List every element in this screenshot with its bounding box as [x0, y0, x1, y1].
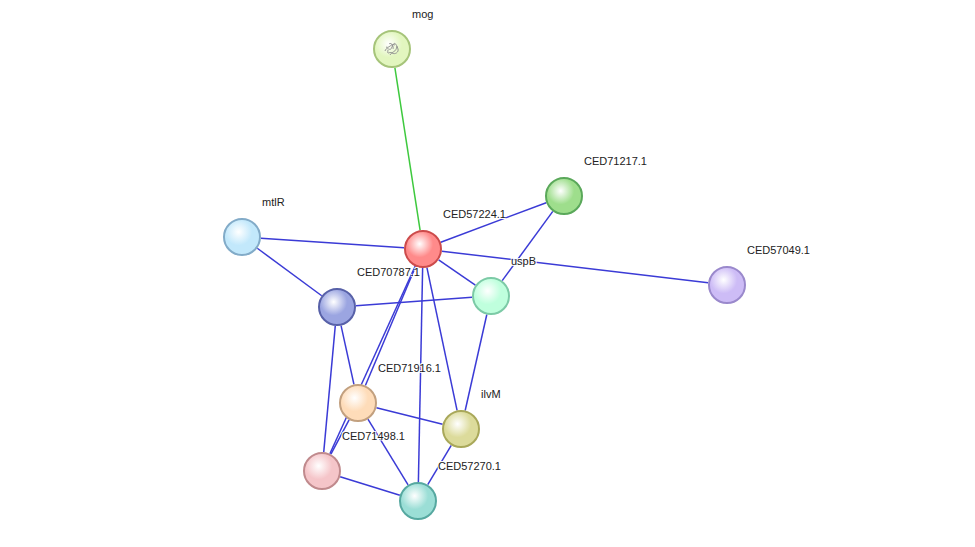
protein-node: CED71498.1	[303, 452, 341, 490]
interaction-edge	[439, 260, 476, 285]
protein-node: CED70787.1	[318, 288, 356, 326]
interaction-edge	[324, 326, 336, 452]
protein-node: CED71217.1	[545, 177, 583, 215]
node-label: CED57049.1	[747, 244, 810, 256]
node-label: mtlR	[262, 196, 285, 208]
protein-node: ilvM	[442, 410, 480, 448]
interaction-edge	[376, 408, 442, 425]
node-label: CED71498.1	[342, 430, 405, 442]
protein-node: uspB	[472, 277, 510, 315]
node-label: CED70787.1	[357, 266, 420, 278]
protein-node: mog	[373, 30, 411, 68]
protein-node: CED71916.1	[339, 384, 377, 422]
interaction-edge	[502, 211, 553, 280]
interaction-edge	[261, 238, 404, 247]
protein-node: mtlR	[223, 218, 261, 256]
interaction-edge	[427, 268, 457, 411]
node-label: uspB	[511, 255, 536, 267]
node-label: CED71916.1	[378, 362, 441, 374]
node-label: CED57224.1	[443, 208, 506, 220]
interaction-edge	[441, 203, 546, 243]
interaction-edge	[257, 248, 321, 295]
interaction-edge	[418, 268, 422, 482]
interaction-edge	[341, 326, 354, 385]
node-label: CED57270.1	[438, 460, 501, 472]
interaction-edge	[356, 297, 472, 305]
interaction-edge	[395, 68, 420, 230]
protein-structure-icon	[380, 37, 404, 61]
node-label: ilvM	[481, 388, 501, 400]
node-label: CED71217.1	[584, 155, 647, 167]
interaction-edge	[368, 419, 408, 485]
node-label: mog	[412, 8, 433, 20]
protein-node: CED57270.1	[399, 482, 437, 520]
protein-node: CED57224.1	[404, 230, 442, 268]
protein-node: CED57049.1	[708, 266, 746, 304]
interaction-edge	[340, 477, 400, 496]
